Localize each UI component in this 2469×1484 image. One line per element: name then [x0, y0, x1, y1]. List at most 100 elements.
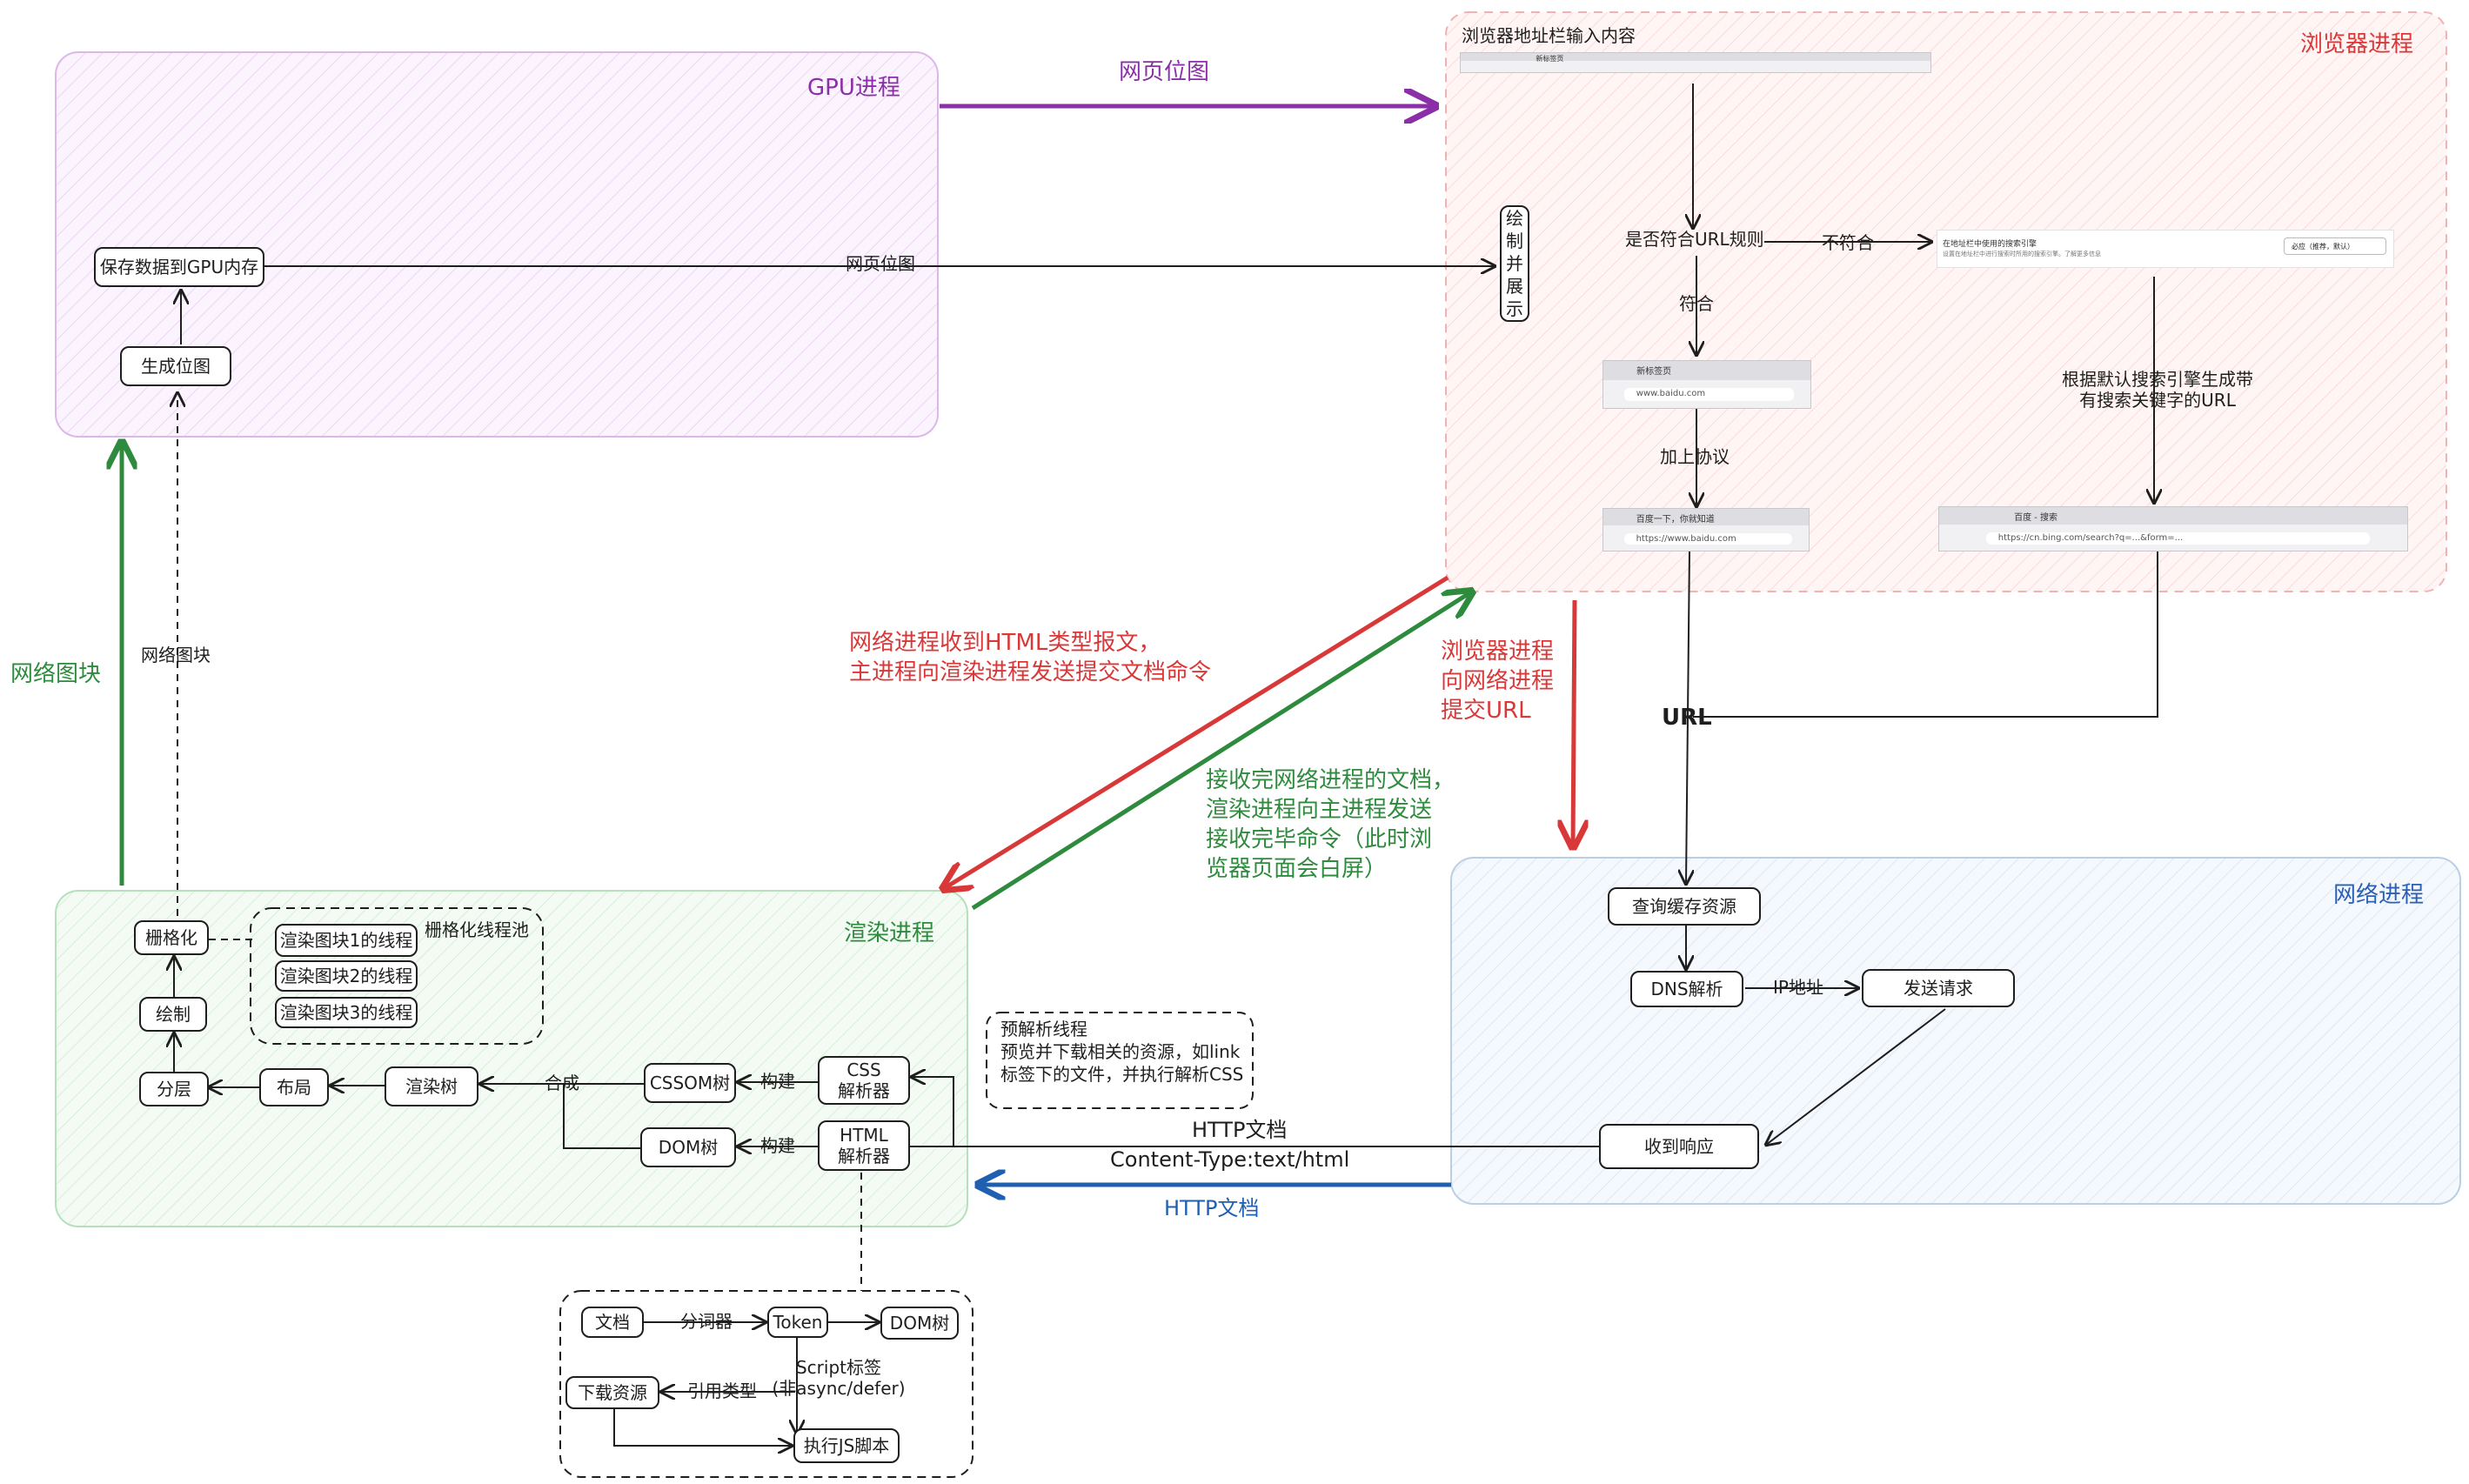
gpu-region: [55, 51, 939, 438]
http-doc-label: HTTP文档: [1192, 1118, 1288, 1142]
line-baidu-url-down: [1686, 549, 1689, 884]
ref-type-label: 引用类型: [687, 1380, 757, 1401]
arrow-render-to-browser: [971, 592, 1472, 911]
network-tile-green-label: 网络图块: [10, 661, 102, 687]
green-receive-note: 接收完网络进程的文档， 渲染进程向主进程发送 接收完毕命令（此时浏 览器页面会白…: [1206, 765, 1455, 884]
green-receive-note-line4: 览器页面会白屏）: [1206, 856, 1388, 882]
draw-display-char-3: 并: [1506, 253, 1523, 274]
script-tag-line1: Script标签: [795, 1357, 881, 1378]
red-commit-note: 网络进程收到HTML类型报文， 主进程向渲染进程发送提交文档命令: [849, 628, 1211, 687]
gpu-process-title: GPU进程: [807, 75, 900, 101]
dom-tree-box: DOM树: [640, 1127, 736, 1167]
script-tag-note: Script标签 (非async/defer): [771, 1357, 907, 1399]
page-bitmap-mid-label: 网页位图: [846, 253, 915, 274]
browser-submit-url-line2: 向网络进程: [1441, 668, 1555, 694]
red-commit-note-line1: 网络进程收到HTML类型报文，: [849, 630, 1161, 656]
draw-display-char-5: 示: [1506, 298, 1523, 319]
layout-box: 布局: [259, 1068, 329, 1106]
ip-address-label: IP地址: [1773, 977, 1823, 998]
arrow-browser-to-network: [1573, 599, 1575, 847]
bing-screenshot: 百度 - 搜索 https://cn.bing.com/search?q=...…: [1938, 506, 2408, 551]
html-parser-line1: HTML: [840, 1125, 888, 1146]
draw-and-display-box: 绘 制 并 展 示: [1500, 205, 1529, 322]
exec-js-box: 执行JS脚本: [793, 1428, 900, 1463]
cssom-tree-box: CSSOM树: [644, 1063, 736, 1103]
preparse-box: [986, 1012, 1254, 1109]
not-match-label: 不符合: [1822, 232, 1874, 253]
arrow-browser-to-render: [943, 575, 1449, 889]
draw-display-char-2: 制: [1506, 231, 1523, 251]
network-process-title: 网络进程: [2333, 882, 2425, 908]
build-label-1: 构建: [760, 1071, 795, 1092]
thread-pool-label: 栅格化线程池: [425, 919, 529, 940]
receive-response-box: 收到响应: [1599, 1124, 1759, 1169]
is-url-rule-label: 是否符合URL规则: [1625, 229, 1764, 250]
html-parser-box: HTML 解析器: [818, 1120, 910, 1171]
tile-thread-1-box: 渲染图块1的线程: [275, 924, 418, 957]
add-protocol-label: 加上协议: [1660, 446, 1730, 467]
generate-bitmap-box: 生成位图: [120, 346, 231, 386]
line-bing-url-merge: [1693, 551, 2158, 718]
http-doc-blue-label: HTTP文档: [1164, 1196, 1260, 1220]
search-engine-note-line2: 有搜索关键字的URL: [2079, 390, 2236, 411]
browser-region: [1445, 11, 2447, 592]
parse-dom-tree-box: DOM树: [880, 1307, 959, 1340]
paint-box: 绘制: [139, 997, 207, 1032]
query-cache-box: 查询缓存资源: [1608, 887, 1761, 926]
line-dom-to-merge: [563, 1084, 640, 1149]
render-tree-box: 渲染树: [385, 1066, 478, 1106]
arrow-download-to-exec: [613, 1406, 792, 1446]
browser-submit-url-note: 浏览器进程 向网络进程 提交URL: [1441, 637, 1554, 725]
dns-resolve-box: DNS解析: [1630, 971, 1743, 1007]
browser-process-title: 浏览器进程: [2300, 31, 2414, 57]
build-label-2: 构建: [760, 1135, 795, 1156]
draw-display-char-4: 展: [1506, 276, 1523, 297]
download-resource-box: 下载资源: [565, 1376, 659, 1409]
send-request-box: 发送请求: [1862, 969, 2015, 1007]
preparse-desc-line1: 预览并下载相关的资源，如link: [1000, 1041, 1241, 1062]
arrow-request-to-response: [1766, 1008, 1946, 1145]
css-parser-line2: 解析器: [838, 1080, 890, 1101]
red-commit-note-line2: 主进程向渲染进程发送提交文档命令: [849, 659, 1212, 685]
green-receive-note-line1: 接收完网络进程的文档，: [1206, 767, 1455, 793]
browser-submit-url-line3: 提交URL: [1441, 698, 1531, 724]
tile-thread-3-box: 渲染图块3的线程: [275, 997, 418, 1028]
layer-box: 分层: [139, 1072, 209, 1106]
draw-display-char-1: 绘: [1506, 208, 1523, 229]
preparse-desc: 预览并下载相关的资源，如link 标签下的文件，并执行解析CSS: [1000, 1040, 1243, 1086]
document-box: 文档: [581, 1307, 644, 1338]
search-engine-note: 根据默认搜索引擎生成带 有搜索关键字的URL: [2053, 369, 2262, 411]
render-process-title: 渲染进程: [844, 920, 935, 946]
search-engine-note-line1: 根据默认搜索引擎生成带: [2062, 369, 2253, 390]
search-engine-setting-screenshot: 在地址栏中使用的搜索引擎 设置在地址栏中进行搜索时所用的搜索引擎。了解更多信息 …: [1937, 230, 2394, 268]
network-region: [1450, 857, 2461, 1205]
match-label: 符合: [1679, 293, 1714, 314]
address-input-label: 浏览器地址栏输入内容: [1462, 25, 1636, 46]
css-parser-box: CSS 解析器: [818, 1056, 910, 1105]
address-bar-screenshot: 新标签页: [1460, 52, 1931, 73]
parse-detail-box: [559, 1290, 974, 1478]
token-box: Token: [767, 1307, 828, 1338]
url-label: URL: [1662, 705, 1712, 731]
network-tile-dashed-label: 网络图块: [141, 645, 211, 665]
rasterize-box: 栅格化: [134, 920, 209, 955]
thread-pool-box: [250, 907, 544, 1045]
composite-label: 合成: [545, 1073, 579, 1093]
script-tag-line2: (非async/defer): [772, 1378, 906, 1399]
newtab-screenshot: 新标签页 www.baidu.com: [1603, 360, 1811, 409]
search-engine-select[interactable]: 必应（推荐，默认）: [2284, 237, 2386, 255]
preparse-title: 预解析线程: [1000, 1019, 1087, 1039]
green-receive-note-line2: 渲染进程向主进程发送: [1206, 797, 1433, 823]
green-receive-note-line3: 接收完毕命令（此时浏: [1206, 826, 1433, 852]
css-parser-line1: CSS: [846, 1060, 881, 1080]
preparse-desc-line2: 标签下的文件，并执行解析CSS: [1000, 1064, 1244, 1085]
baidu-screenshot: 百度一下，你就知道 https://www.baidu.com: [1603, 508, 1810, 551]
browser-submit-url-line1: 浏览器进程: [1441, 638, 1555, 665]
html-parser-line2: 解析器: [838, 1146, 890, 1166]
search-engine-setting-sub: 设置在地址栏中进行搜索时所用的搜索引擎。了解更多信息: [1943, 251, 2101, 257]
arrow-response-to-css-parser: [912, 1077, 954, 1146]
content-type-label: Content-Type:text/html: [1110, 1147, 1350, 1172]
tile-thread-2-box: 渲染图块2的线程: [275, 960, 418, 992]
tokenizer-label: 分词器: [680, 1311, 733, 1332]
